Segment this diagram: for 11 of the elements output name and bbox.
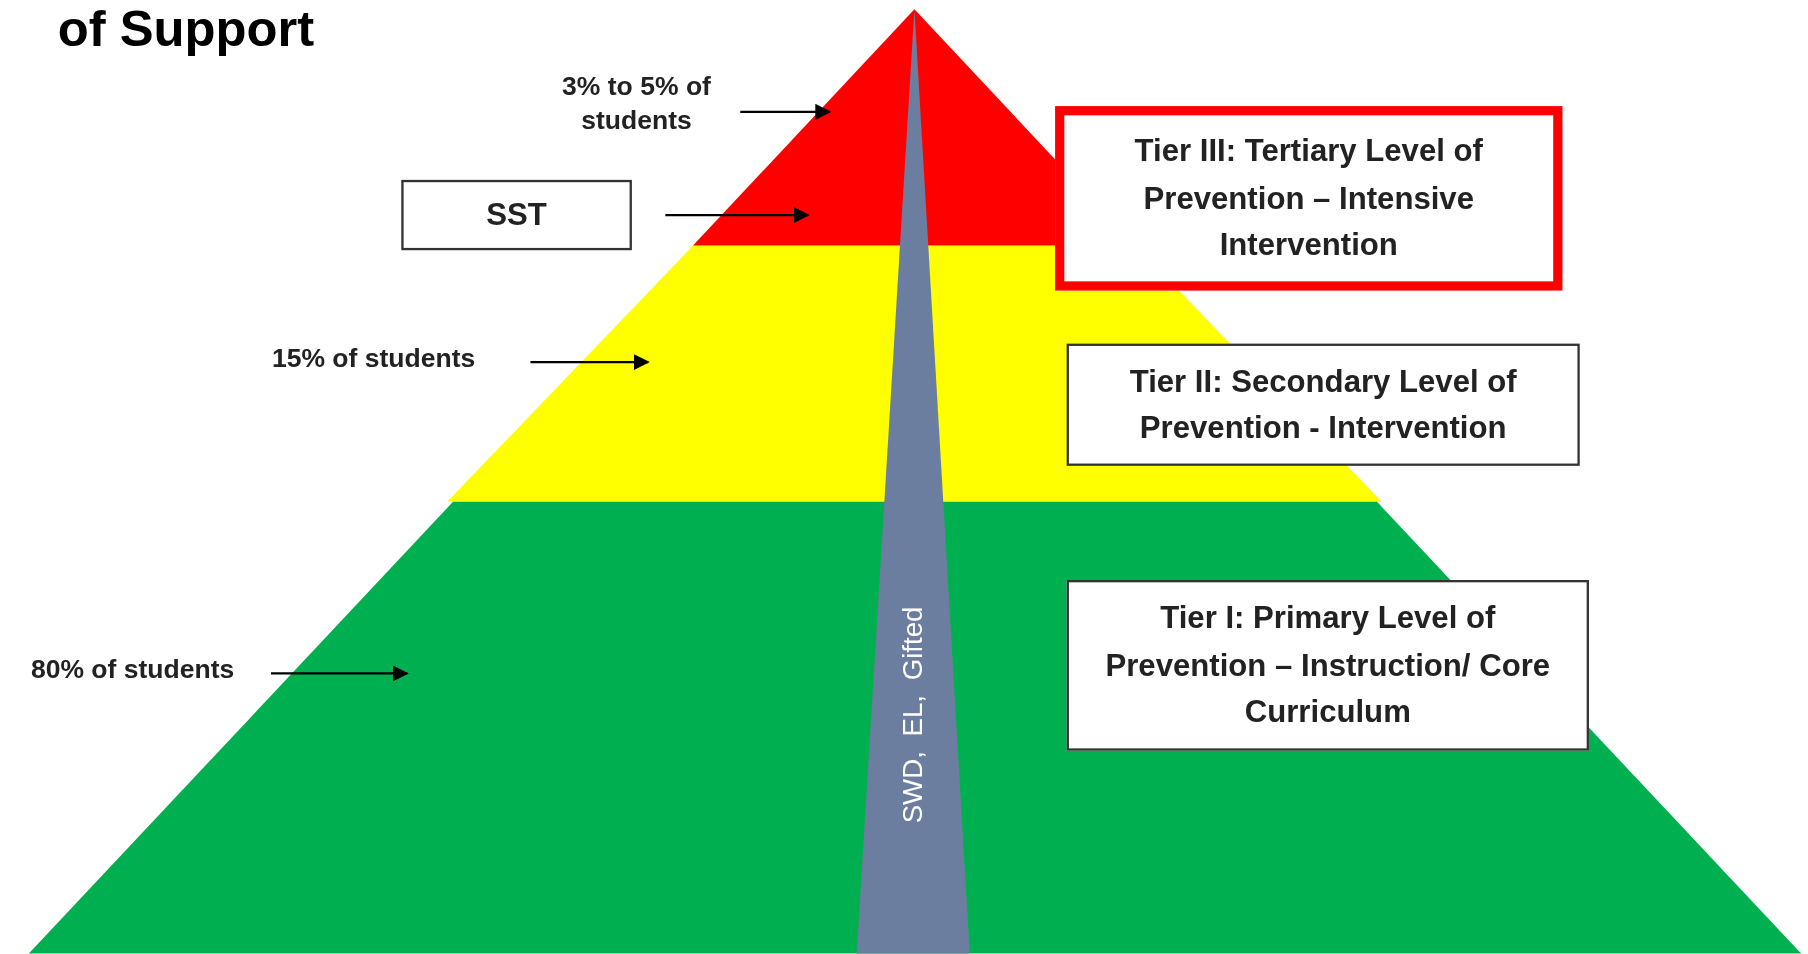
title: of Support xyxy=(57,0,315,58)
arrow xyxy=(530,354,650,371)
sst-box: SST xyxy=(401,179,632,251)
arrow xyxy=(665,207,810,224)
tier-description-box: Tier II: Secondary Level of Prevention - Intervention xyxy=(1066,343,1580,466)
tier-description-box: Tier III: Tertiary Level of Prevention – Intensive Intervention xyxy=(1055,106,1563,291)
wedge-label: SWD, EL, Gifted xyxy=(897,606,930,824)
arrow xyxy=(740,103,832,120)
percentage-label: 80% of students xyxy=(4,652,261,695)
percentage-label: 3% to 5% of students xyxy=(532,69,741,155)
percentage-label: 15% of students xyxy=(242,341,506,383)
